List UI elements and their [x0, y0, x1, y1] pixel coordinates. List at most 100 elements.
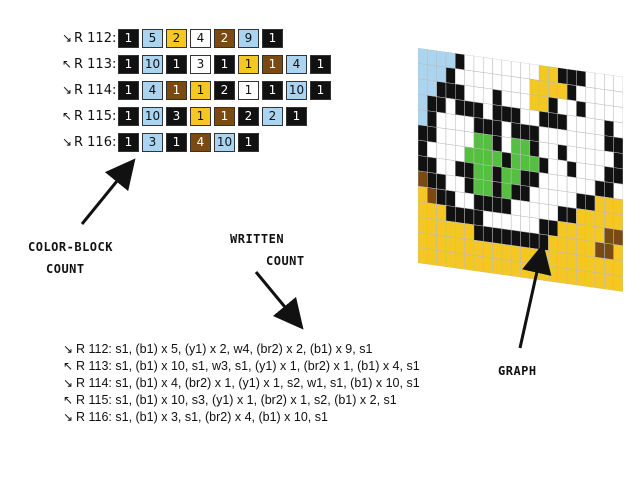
graph-cell — [492, 150, 503, 168]
row-direction-arrow: ↖ — [61, 57, 73, 71]
graph-cell — [604, 135, 614, 153]
color-cell: 2 — [214, 80, 235, 100]
graph-cell — [604, 181, 614, 199]
row-label: R 115: — [74, 108, 117, 124]
written-row: ↖R 115: s1, (b1) x 10, s3, (y1) x 1, (br… — [60, 391, 397, 409]
graph-label: GRAPH — [498, 364, 537, 378]
graph-cell — [538, 126, 549, 144]
color-cell: 1 — [118, 54, 139, 74]
graph-cell — [427, 49, 437, 67]
graph-cell — [473, 70, 484, 89]
graph-cell — [548, 250, 559, 268]
graph-cell — [604, 166, 614, 184]
graph-cell — [510, 137, 521, 155]
graph-cell — [538, 64, 549, 82]
graph-cell — [576, 116, 586, 134]
graph-cell — [594, 226, 605, 244]
graph-cell — [436, 65, 447, 83]
graph-cell — [482, 102, 493, 121]
color-cell: 1 — [166, 54, 187, 74]
color-cell: 10 — [286, 80, 307, 100]
graph-cell — [455, 206, 465, 224]
graph-cell — [492, 73, 503, 91]
graph-cell — [604, 227, 614, 245]
written-row: ↘R 112: s1, (b1) x 5, (y1) x 2, w4, (br2… — [60, 340, 372, 358]
graph-cell — [557, 251, 568, 269]
color-block-label: COLOR-BLOCK — [28, 240, 113, 254]
graph-cell — [482, 72, 493, 90]
graph-cell — [482, 195, 493, 213]
graph-cell — [473, 239, 484, 258]
graph-cell — [455, 237, 465, 255]
graph-cell — [604, 212, 614, 230]
graph-cell — [501, 74, 512, 93]
graph-cell — [566, 206, 577, 225]
graph-cell — [418, 216, 428, 234]
graph-cell — [548, 127, 559, 145]
graph-cell — [501, 197, 512, 215]
graph-cell — [501, 259, 512, 277]
graph-cell — [427, 217, 437, 236]
color-cell: 3 — [166, 106, 187, 126]
graph-cell — [455, 114, 465, 132]
graph-cell — [501, 213, 512, 231]
graph-cell — [464, 192, 475, 210]
graph-cell — [445, 128, 456, 146]
graph-cell — [427, 125, 437, 144]
graph-cell — [529, 140, 540, 158]
graph-cell — [585, 178, 596, 197]
color-cell: 10 — [142, 54, 163, 74]
graph-cell — [482, 241, 493, 259]
color-block-count-label: COUNT — [46, 262, 85, 276]
graph-cell — [455, 175, 465, 194]
graph-cell — [501, 105, 512, 123]
graph-cell — [548, 142, 559, 161]
graph-cell — [492, 58, 503, 76]
graph-cell — [548, 265, 559, 283]
written-row-text: R 114: s1, (b1) x 4, (br2) x 1, (y1) x 1… — [76, 376, 420, 390]
graph-cell — [520, 62, 531, 80]
graph-cell — [557, 98, 568, 116]
graph-cell — [492, 257, 503, 276]
graph-cell — [529, 63, 540, 81]
graph-cell — [473, 117, 484, 135]
written-row-text: R 113: s1, (b1) x 10, s1, w3, s1, (y1) x… — [76, 359, 420, 373]
graph-cell — [427, 202, 437, 220]
graph-cell — [445, 174, 456, 192]
graph-cell — [427, 95, 437, 113]
graph-cell — [482, 56, 493, 75]
graph-cell — [418, 201, 428, 219]
graph-cell — [585, 148, 596, 166]
graph-cell — [418, 232, 428, 250]
graph-cell — [436, 249, 447, 268]
graph-cell — [585, 240, 596, 258]
graph-cell — [445, 51, 456, 69]
graph-cell — [529, 186, 540, 204]
graph-cell — [576, 85, 586, 103]
graph-cell — [538, 249, 549, 267]
written-row: ↖R 113: s1, (b1) x 10, s1, w3, s1, (y1) … — [60, 357, 420, 375]
written-count-label: COUNT — [266, 254, 305, 268]
graph-cell — [557, 190, 568, 208]
graph-cell — [585, 71, 596, 89]
graph-cell — [464, 177, 475, 195]
graph-cell — [501, 167, 512, 185]
graph-cell — [482, 179, 493, 197]
graph-cell — [604, 73, 614, 92]
graph-cell — [566, 237, 577, 255]
graph-cell — [464, 115, 475, 133]
graph-cell — [576, 146, 586, 165]
graph-cell — [604, 196, 614, 215]
graph-cell — [613, 121, 623, 139]
graph-cell — [418, 124, 428, 142]
graph-cell — [613, 274, 623, 292]
graph-cell — [604, 273, 614, 291]
graph-cell — [529, 109, 540, 127]
graph-cell — [566, 84, 577, 102]
graph-cell — [473, 255, 484, 273]
color-cell: 1 — [118, 132, 139, 152]
graph-cell — [520, 138, 531, 157]
graph-cell — [548, 173, 559, 191]
graph-cell — [585, 86, 596, 104]
